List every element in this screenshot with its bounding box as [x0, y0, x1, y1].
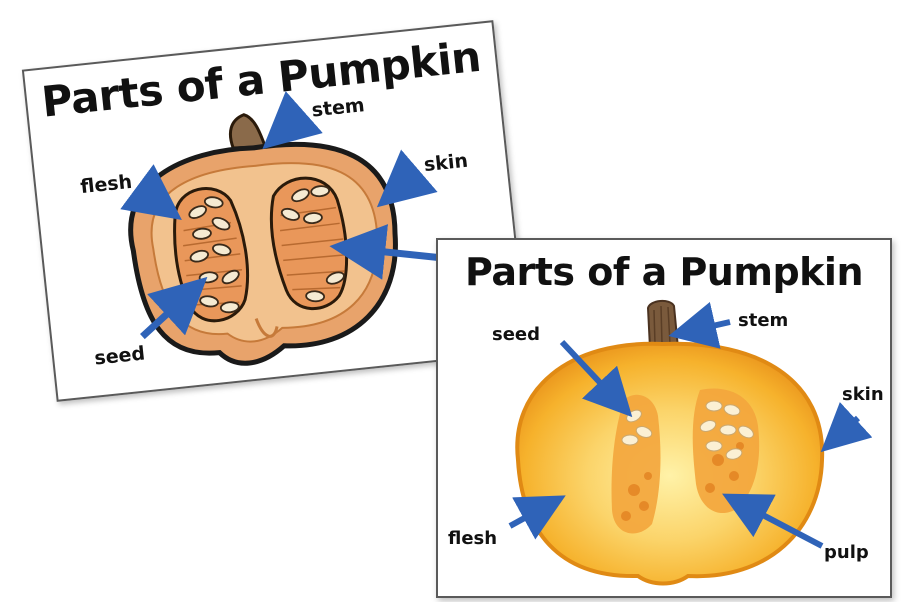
label-seed: seed	[492, 324, 540, 345]
photo-skin	[517, 344, 822, 584]
arrow-skin	[391, 173, 419, 194]
arrow-skin	[834, 418, 858, 440]
arrow-stem	[686, 322, 730, 332]
label-pulp: pulp	[824, 542, 869, 563]
label-skin: skin	[842, 384, 884, 405]
label-skin: skin	[423, 150, 469, 176]
photo-pumpkin-card: Parts of a Pumpkin seed stem skin flesh …	[436, 238, 892, 598]
label-stem: stem	[738, 310, 788, 331]
photo-stem	[648, 301, 678, 348]
arrow-stem	[276, 112, 306, 135]
label-flesh: flesh	[448, 528, 497, 549]
photo-card-title: Parts of a Pumpkin	[438, 250, 890, 294]
